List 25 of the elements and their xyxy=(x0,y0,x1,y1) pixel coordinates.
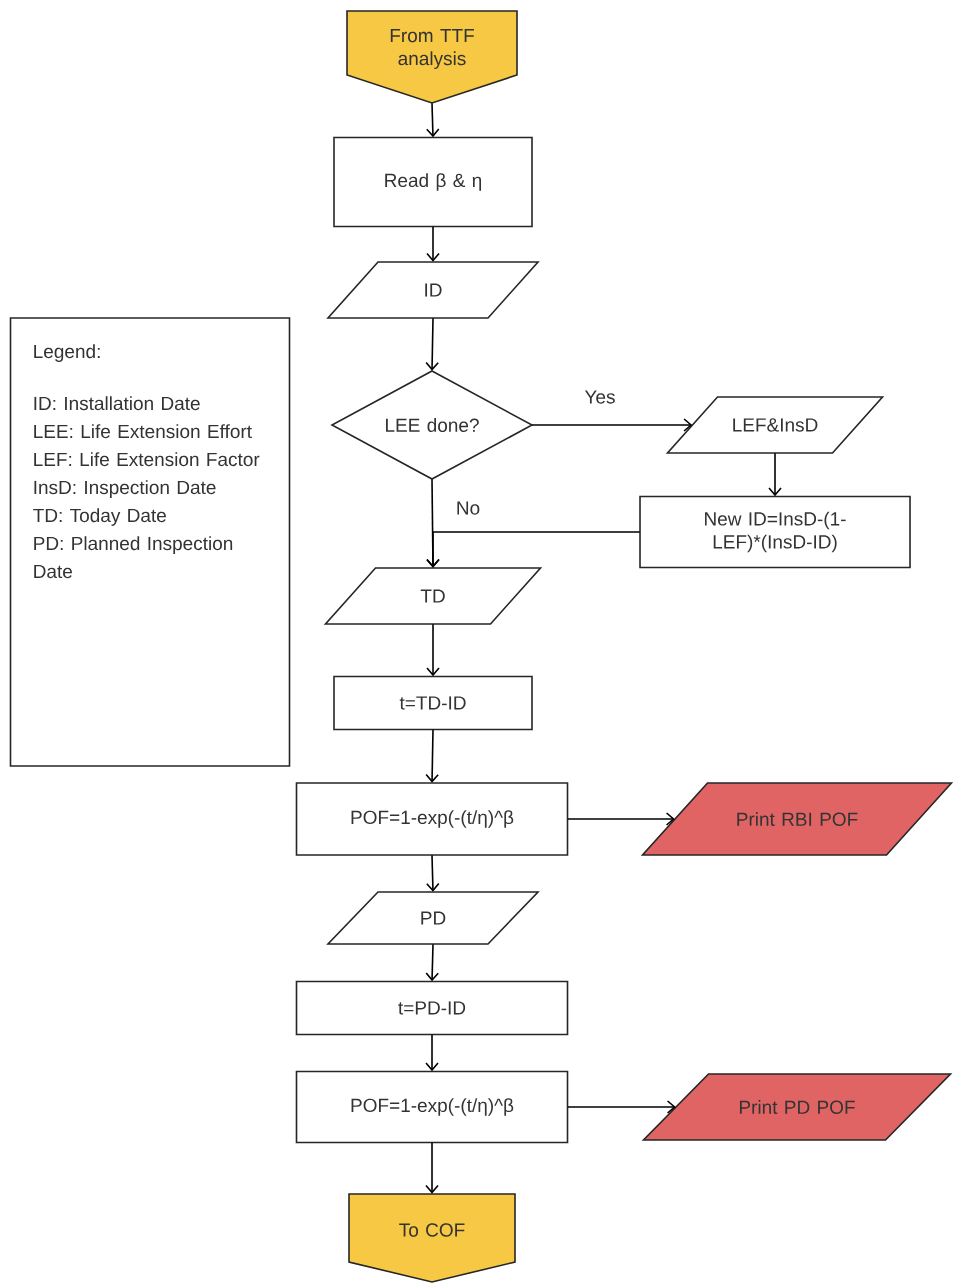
arrow xyxy=(425,1033,439,1072)
process-box: t=PD-ID xyxy=(295,980,569,1036)
arrow xyxy=(425,317,439,371)
arrow xyxy=(425,943,440,982)
off-page-connector: From TTF analysis xyxy=(346,10,518,104)
arrow xyxy=(768,452,782,497)
arrow xyxy=(566,812,675,826)
process-box: t=TD-ID xyxy=(333,675,533,731)
edge-label: No xyxy=(454,500,482,516)
arrow xyxy=(426,531,641,568)
arrow xyxy=(425,1141,439,1194)
arrow xyxy=(566,1100,676,1114)
arrow xyxy=(425,854,440,892)
off-page-connector: To COF xyxy=(348,1193,516,1283)
edge-label: Yes xyxy=(583,389,617,405)
process-box: POF=1-exp(-(t/η)^β xyxy=(295,782,569,856)
arrow xyxy=(425,102,440,138)
arrow xyxy=(425,728,439,783)
process-box: New ID=InsD-(1-LEF)*(InsD-ID) xyxy=(639,495,911,569)
arrow xyxy=(531,418,693,432)
arrow xyxy=(426,225,440,262)
arrow xyxy=(426,623,440,677)
process-box: Read β & η xyxy=(333,136,533,228)
process-box: POF=1-exp(-(t/η)^β xyxy=(295,1070,569,1144)
legend-box: Legend: ID: Installation Date LEE: Life Extension Effort LEF: Life Extension Factor InsD: Inspection Date TD: Today Date PD: Planned Inspection Date xyxy=(9,317,291,767)
